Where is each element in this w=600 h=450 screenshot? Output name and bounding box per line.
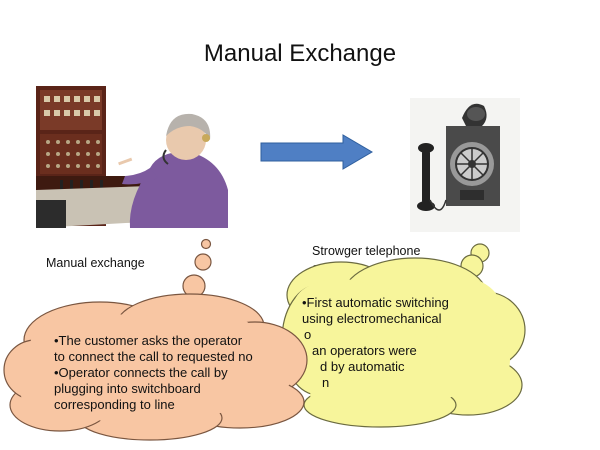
- strowger-caption-line2: exchange: [312, 261, 367, 275]
- yellow-bubble-line: an operators were: [312, 343, 417, 358]
- yellow-bubble-line: o: [304, 327, 312, 342]
- orange-bubble-line: corresponding to line: [54, 397, 175, 412]
- strowger-caption-line1: Strowger telephone: [312, 244, 421, 258]
- yellow-bubble-line: using electromechanical: [302, 311, 442, 326]
- yellow-bubble-line: d by automatic: [320, 359, 405, 374]
- yellow-bubble-text: •First automatic switching using electro…: [302, 295, 449, 391]
- orange-bubble-line: to connect the call to requested no: [54, 349, 253, 364]
- manual-exchange-caption: Manual exchange: [46, 256, 145, 270]
- orange-bubble-line: plugging into switchboard: [54, 381, 201, 396]
- slide-title: Manual Exchange: [203, 40, 397, 67]
- orange-bubble-text: •The customer asks the operator to conne…: [54, 333, 253, 413]
- yellow-bubble-line: •First automatic switching: [302, 295, 449, 310]
- yellow-bubble-line: n: [322, 375, 330, 390]
- orange-bubble-line: •Operator connects the call by: [54, 365, 228, 380]
- orange-bubble-line: •The customer asks the operator: [54, 333, 243, 348]
